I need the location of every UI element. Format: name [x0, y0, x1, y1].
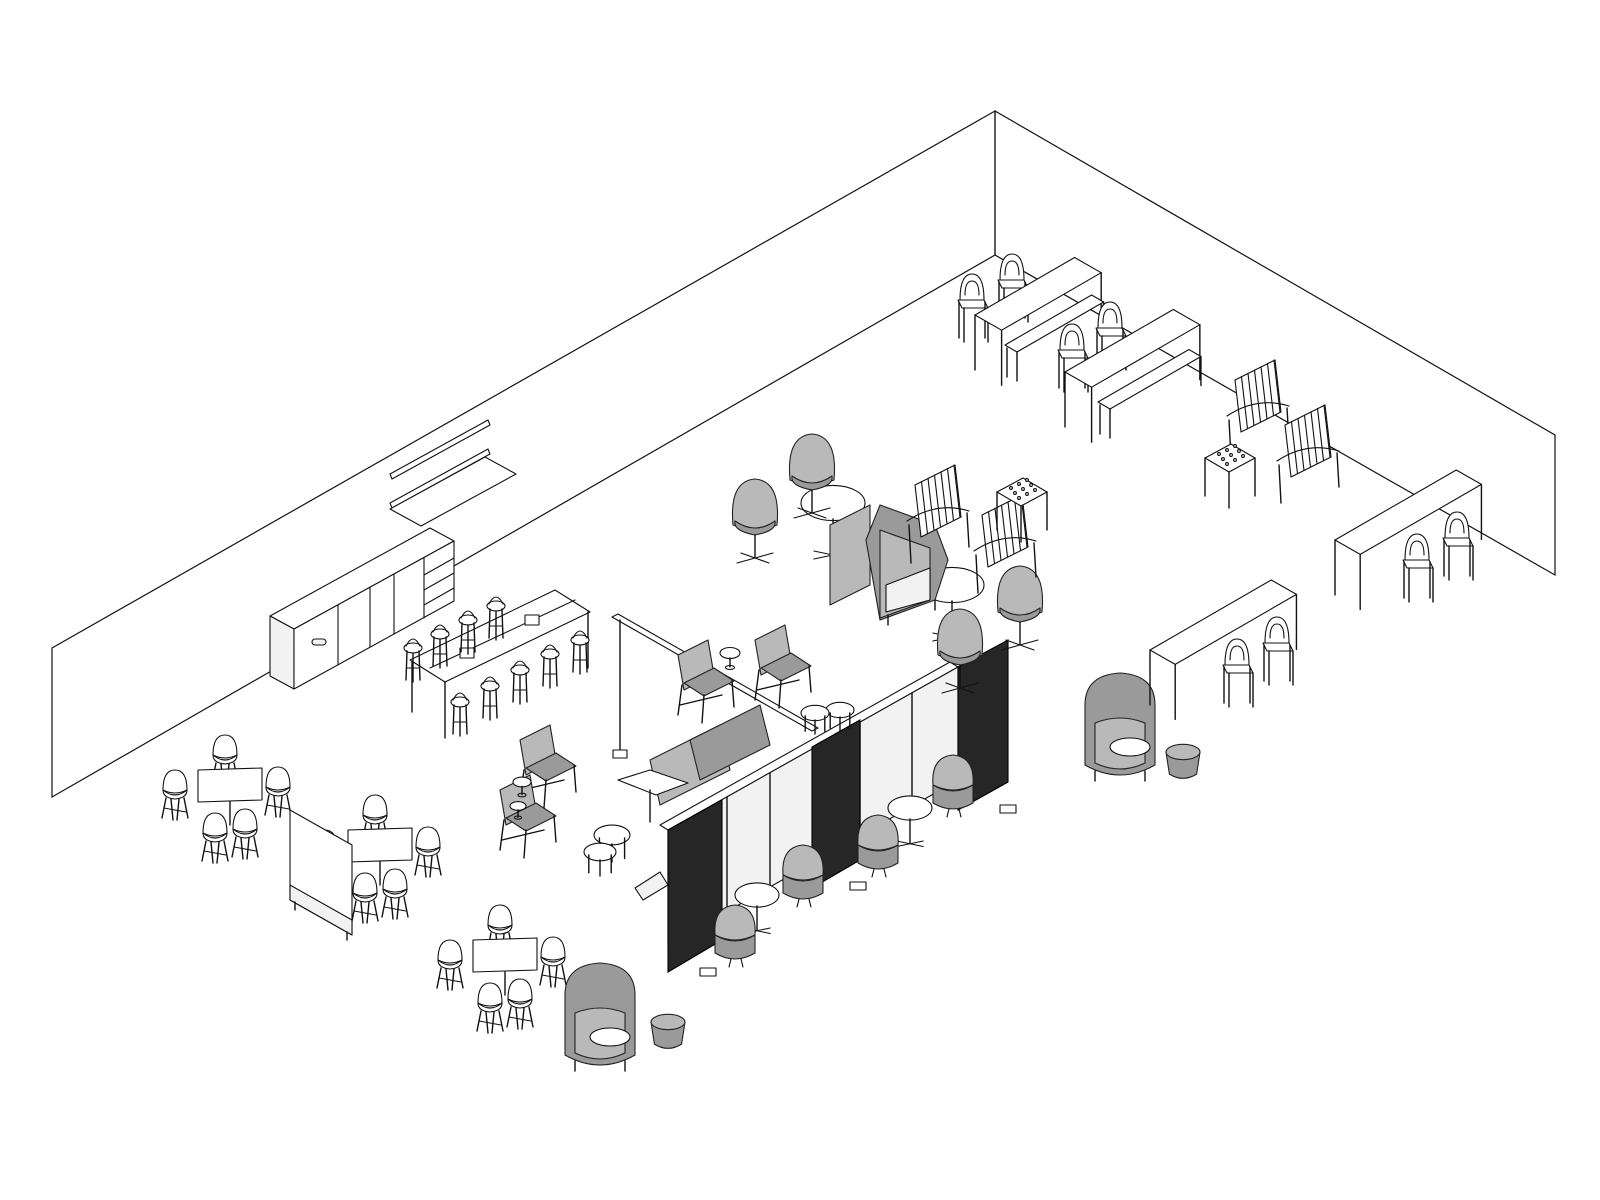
- power-module: [459, 647, 475, 659]
- dining-table: [1334, 469, 1483, 611]
- wall-shelf-2: [389, 448, 491, 509]
- swivel-lounge-chair: [788, 433, 836, 519]
- dining-chair: [1095, 301, 1127, 371]
- shell-chair: [506, 978, 534, 1030]
- screen-foot: [699, 967, 717, 977]
- slatted-lounge-chair: [1226, 359, 1290, 459]
- swivel-lounge-chair: [731, 478, 779, 564]
- screen-foot: [999, 804, 1017, 814]
- lounge-sofa-back-2: [689, 704, 771, 781]
- bench-seat: [634, 871, 669, 901]
- swivel-lounge-chair: [996, 565, 1044, 651]
- side-table: [512, 776, 532, 798]
- drawer-line-1: [423, 557, 455, 576]
- swivel-lounge-chair: [936, 608, 984, 694]
- shell-chair: [231, 808, 259, 860]
- right-wall: [994, 109, 1556, 577]
- shell-chair: [476, 982, 504, 1034]
- shell-chair: [351, 872, 379, 924]
- lounge-armchair: [519, 724, 577, 809]
- portal-post-foot: [612, 749, 628, 759]
- pod-lounge-chair: [932, 754, 974, 818]
- screen-foot: [849, 881, 867, 891]
- wall-shelf-3: [389, 456, 517, 527]
- credenza-side: [269, 615, 295, 690]
- meeting-table: [347, 827, 413, 886]
- high-back-pod-chair: [564, 962, 636, 1072]
- meeting-table: [197, 767, 263, 826]
- left-wall: [51, 109, 996, 799]
- mobile-whiteboard: [289, 809, 353, 941]
- shell-chair: [201, 812, 229, 864]
- bar-stool: [540, 644, 560, 689]
- pod-lounge-chair: [714, 904, 756, 968]
- high-back-pod-chair: [1084, 672, 1156, 782]
- dining-chair: [957, 273, 989, 343]
- shell-chair: [161, 769, 189, 821]
- slatted-lounge-chair: [973, 494, 1037, 594]
- wall-shelves: [389, 419, 517, 527]
- bar-stool: [570, 630, 590, 675]
- bench-table-top: [409, 589, 591, 683]
- furniture-layer: [161, 253, 1483, 1072]
- bar-stool: [458, 610, 478, 655]
- drawer-line-2: [423, 572, 455, 591]
- side-table: [509, 801, 527, 820]
- lounge-armchair: [754, 624, 812, 709]
- bench-table-group: [403, 589, 591, 739]
- sink-handle: [311, 638, 327, 646]
- lounge-armchair: [677, 639, 735, 724]
- bar-stool: [403, 638, 423, 683]
- pouf-ottoman: [1165, 743, 1201, 779]
- round-table: [887, 795, 933, 848]
- meeting-table: [472, 937, 538, 996]
- bar-stools: [403, 596, 590, 737]
- walls: [51, 109, 1556, 799]
- round-table: [583, 842, 617, 877]
- pod-lounge-chair: [857, 814, 899, 878]
- round-table: [825, 701, 855, 732]
- dining-table: [974, 256, 1102, 386]
- wall-shelf-1: [389, 419, 491, 480]
- round-table: [800, 704, 830, 735]
- pod-lounge-chair: [782, 844, 824, 908]
- dining-table: [1149, 579, 1298, 721]
- credenza-front: [293, 540, 455, 690]
- bar-stool: [510, 660, 530, 705]
- shell-chair: [414, 826, 442, 878]
- tablet-arm-table: [617, 769, 689, 823]
- bar-stool: [430, 624, 450, 669]
- dining-chair: [1402, 533, 1434, 603]
- bar-stool: [450, 692, 470, 737]
- side-table: [719, 646, 741, 671]
- shell-chair: [381, 868, 409, 920]
- meeting-cluster: [436, 904, 567, 1034]
- shell-chair: [539, 936, 567, 988]
- dining-chair: [1222, 638, 1254, 708]
- dining-chair: [1262, 616, 1294, 686]
- shell-chair: [264, 766, 292, 818]
- bar-stool: [486, 596, 506, 641]
- pouf-ottoman: [650, 1013, 686, 1049]
- lounge-armchair: [499, 774, 557, 859]
- bar-stool: [480, 676, 500, 721]
- cube-side-table: [996, 477, 1048, 543]
- dining-bench: [1097, 348, 1202, 439]
- kitchen-credenza: [269, 527, 455, 690]
- shell-chair: [436, 939, 464, 991]
- power-module: [524, 614, 540, 626]
- meeting-cluster: [161, 734, 292, 864]
- acoustic-screen-1: [667, 799, 723, 973]
- dining-chair: [1442, 511, 1474, 581]
- drawer-line-3: [423, 587, 455, 606]
- slatted-lounge-chair: [1276, 404, 1340, 504]
- dining-table: [1064, 308, 1201, 443]
- slatted-lounge-chair: [906, 464, 970, 564]
- round-table: [734, 882, 780, 935]
- cube-side-table: [1204, 443, 1256, 509]
